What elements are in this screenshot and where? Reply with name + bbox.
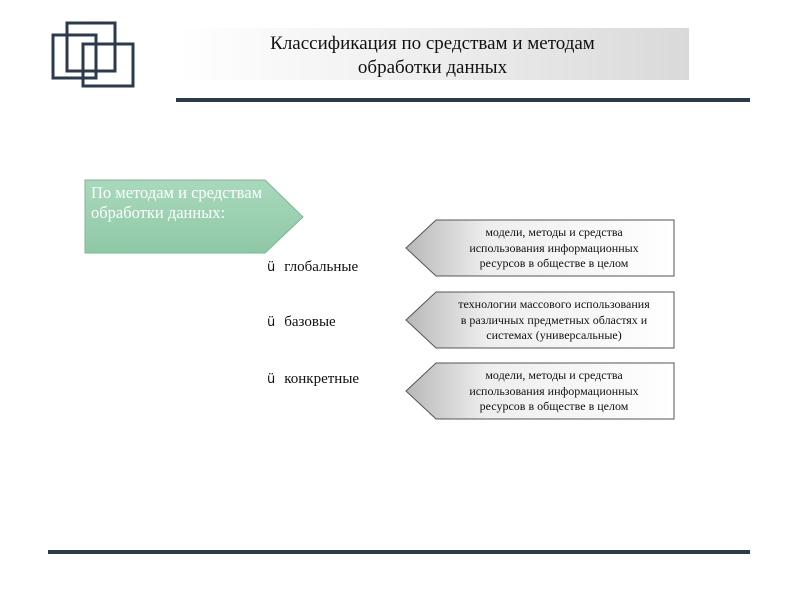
description-callout-3 (405, 362, 675, 420)
page-title-line1: Классификация по средствам и методам (270, 33, 595, 54)
description-1-line1: модели, методы и средства (485, 225, 623, 239)
category-specific-label: конкретные (284, 371, 360, 387)
category-global: ü глобальные (267, 258, 358, 277)
page-title: Классификация по средствам и методам обр… (176, 32, 689, 80)
description-3-line2: использования информационных (469, 383, 639, 398)
logo-icon (51, 21, 135, 88)
description-1-line3: ресурсов в обществе в целом (479, 256, 629, 270)
description-3-line3: ресурсов в обществе в целом (479, 399, 629, 413)
description-2-line2: в различных предметных областях и (460, 312, 648, 327)
description-callout-1 (405, 219, 675, 277)
description-2-line1: технологии массового использования (458, 297, 650, 311)
description-1-line2: использования информационных (469, 240, 639, 255)
left-tab-label: По методам и средствам обработки данных: (91, 183, 263, 222)
description-2-line3: системах (универсальные) (486, 328, 622, 342)
category-basic: ü базовые (267, 313, 336, 332)
page-title-line2: обработки данных (357, 57, 508, 78)
description-callout-2 (405, 291, 675, 349)
check-icon: ü (267, 372, 276, 387)
title-banner (176, 28, 689, 80)
description-3: модели, методы и средства использования … (438, 368, 670, 415)
description-3-line1: модели, методы и средства (485, 368, 623, 382)
category-basic-label: базовые (284, 314, 336, 330)
description-2: технологии массового использования в раз… (438, 297, 670, 344)
description-1: модели, методы и средства использования … (438, 225, 670, 272)
bottom-divider (48, 550, 750, 554)
category-specific: ü конкретные (267, 370, 359, 389)
check-icon: ü (267, 315, 276, 330)
left-tab-shape (84, 179, 304, 254)
category-global-label: глобальные (284, 259, 359, 275)
check-icon: ü (267, 260, 276, 275)
top-divider (176, 98, 750, 102)
